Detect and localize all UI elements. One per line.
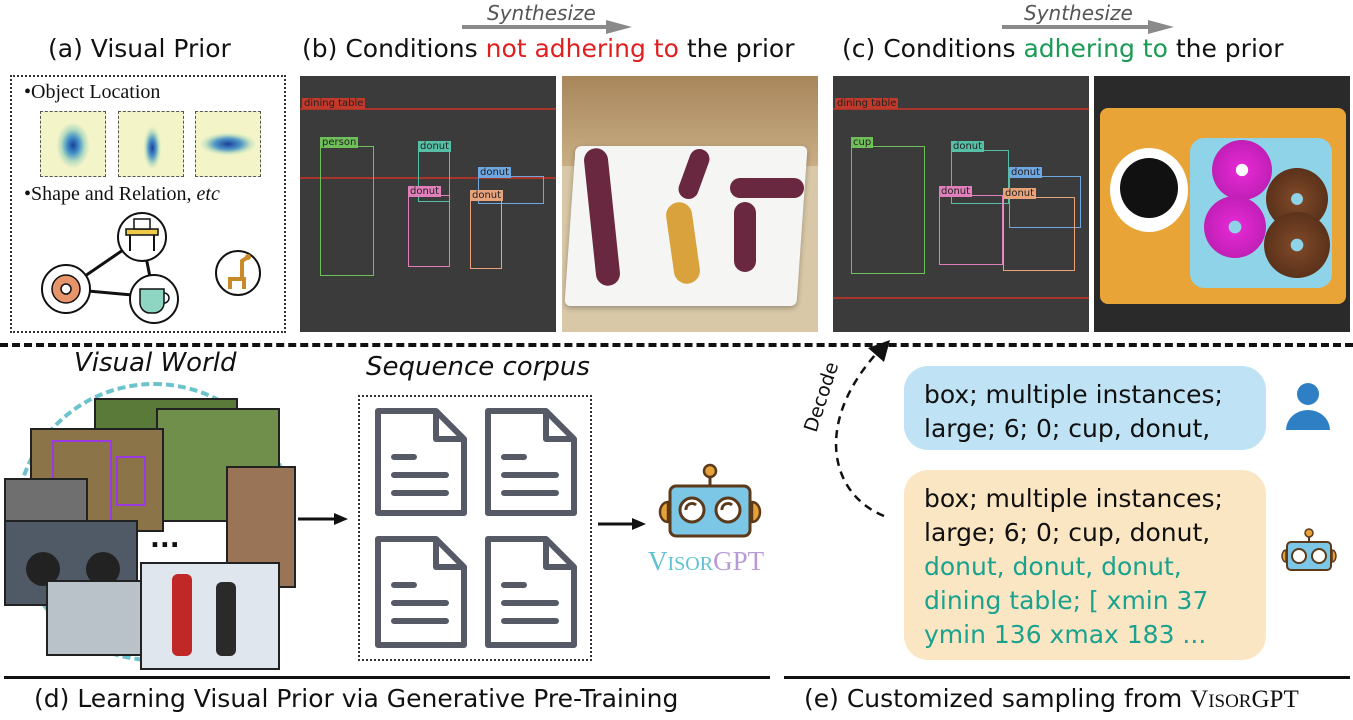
location-heatmap-1 xyxy=(40,111,106,177)
image-thumb xyxy=(140,562,280,670)
ellipsis: ... xyxy=(150,524,180,554)
generated-photo-c xyxy=(1094,76,1350,332)
synthesize-arrow-b xyxy=(462,20,632,34)
document-icon xyxy=(375,408,467,516)
panel-d-caption: (d) Learning Visual Prior via Generative… xyxy=(34,684,679,713)
sequence-corpus-box xyxy=(358,395,592,661)
synthesize-label-c: Synthesize xyxy=(1024,1,1133,25)
generated-photo-b xyxy=(562,76,818,332)
arrow-to-model xyxy=(598,518,646,530)
section-separator xyxy=(0,343,1353,347)
robot-icon-small xyxy=(1281,528,1337,571)
box-label: donut xyxy=(951,141,985,152)
caption-rule-d xyxy=(4,676,770,679)
panel-b-title: (b) Conditions not adhering to the prior xyxy=(302,34,795,63)
visual-world-label: Visual World xyxy=(74,348,237,378)
box-label: donut xyxy=(1003,188,1037,199)
panel-c-title: (c) Conditions adhering to the prior xyxy=(842,34,1284,63)
box-label: dining table xyxy=(302,98,366,109)
visual-prior-box: •Object Location •Shape and Relation, et… xyxy=(10,75,286,333)
panel-e-caption: (e) Customized sampling from VISORGPT xyxy=(804,684,1299,713)
box-label: donut xyxy=(478,167,512,178)
shape-relation-label: •Shape and Relation, etc xyxy=(24,183,220,205)
visorgpt-logo: VISORGPT xyxy=(648,546,765,576)
box-label: donut xyxy=(939,186,973,197)
arrow-to-corpus xyxy=(298,513,348,525)
box-label: cup xyxy=(851,137,874,148)
box-label: donut xyxy=(408,186,442,197)
box-label: dining table xyxy=(835,98,899,109)
box-label: donut xyxy=(470,190,504,201)
document-icon xyxy=(485,408,577,516)
sequence-corpus-label: Sequence corpus xyxy=(366,352,590,382)
layout-map-c: dining table cup donut donut donut donut xyxy=(833,76,1089,332)
robot-icon-large xyxy=(658,463,762,538)
synthesize-label-b: Synthesize xyxy=(487,1,596,25)
donut-icon xyxy=(41,264,91,314)
document-icons xyxy=(375,408,577,648)
document-icon xyxy=(375,536,467,648)
panel-a-title: (a) Visual Prior xyxy=(48,34,231,63)
prompt-bubble: box; multiple instances; large; 6; 0; cu… xyxy=(904,366,1266,450)
giraffe-icon xyxy=(215,250,261,296)
box-label: donut xyxy=(1009,167,1043,178)
table-icon xyxy=(117,212,167,262)
location-heatmap-3 xyxy=(195,111,261,177)
decode-arrow xyxy=(834,340,890,518)
object-location-label: •Object Location xyxy=(24,81,161,103)
document-icon xyxy=(485,536,577,648)
cup-icon xyxy=(129,274,179,324)
box-label: person xyxy=(320,137,359,148)
box-label: donut xyxy=(418,141,452,152)
layout-map-b: dining table person donut donut donut do… xyxy=(300,76,556,332)
synthesize-arrow-c xyxy=(1002,20,1174,34)
user-icon xyxy=(1286,383,1330,430)
caption-rule-e xyxy=(784,676,1350,679)
relation-graph xyxy=(41,212,261,324)
output-bubble: box; multiple instances; large; 6; 0; cu… xyxy=(904,470,1266,660)
location-heatmap-2 xyxy=(118,111,184,177)
